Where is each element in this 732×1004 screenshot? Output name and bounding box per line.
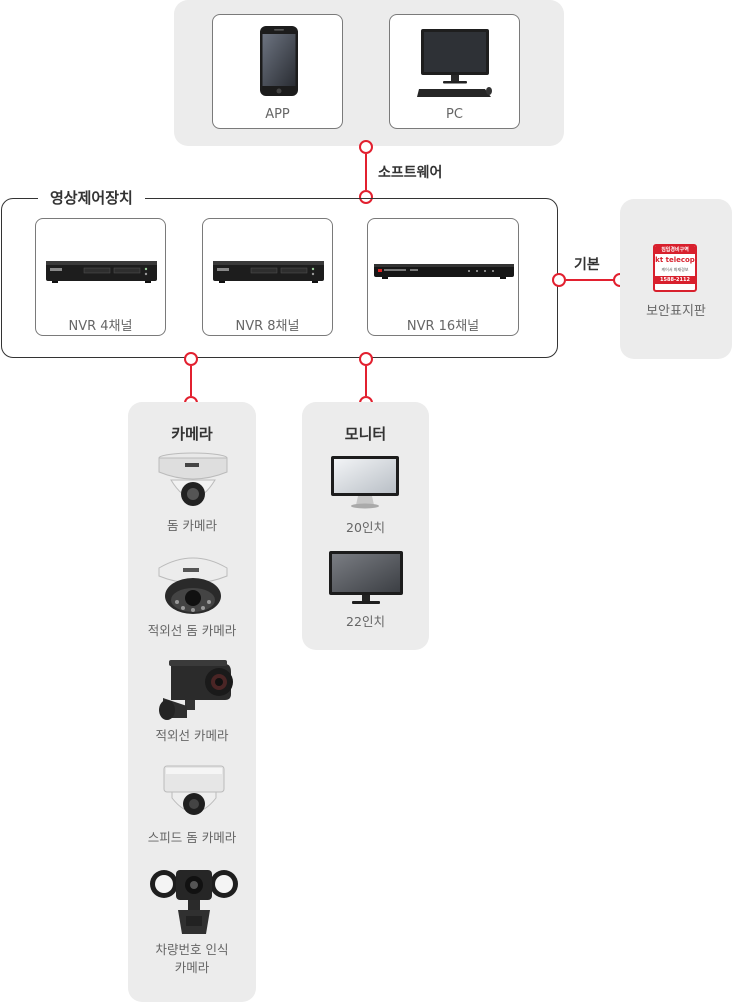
ir-bullet-camera-icon [159,660,233,720]
pc-device-card: PC [389,14,520,129]
ir-bullet-camera-label: 적외선 카메라 [155,728,229,743]
lpr-camera-label-line2: 카메라 [174,960,210,975]
software-connector-label: 소프트웨어 [378,165,443,181]
monitor-panel [302,402,429,650]
nvr-8ch-label: NVR 8채널 [235,319,300,334]
nvr-8ch-card: NVR 8채널 [202,218,333,336]
security-sign-icon: 침입경비구역 kt telecop 케어서 화재경보 1588-2112 [653,244,697,292]
monitor-connector-line [365,366,367,396]
nvr-icon [213,261,324,283]
speed-dome-camera-label: 스피드 돔 카메라 [147,830,237,845]
software-bottom-node [359,190,373,204]
app-device-card: APP [212,14,343,129]
software-top-node [359,140,373,154]
control-title: 영상제어장치 [38,187,145,208]
sign-header: 침입경비구역 [655,246,695,254]
ir-dome-camera-label: 적외선 돔 카메라 [147,623,237,638]
monitor-top-node [359,352,373,366]
signboard-connector-line [566,279,614,281]
camera-top-node [184,352,198,366]
signboard-label: 보안표지판 [646,304,706,319]
sign-phone: 1588-2112 [655,276,695,284]
nvr-4ch-card: NVR 4채널 [35,218,166,336]
nvr-16ch-label: NVR 16채널 [406,319,480,334]
monitor-20-icon [331,456,399,509]
app-label: APP [265,107,290,122]
nvr-icon [374,264,514,279]
lpr-camera-label-line1: 차량번호 인식 [155,942,229,957]
camera-title: 카메라 [171,425,213,443]
desktop-pc-icon [417,29,492,97]
speed-dome-camera-icon [163,765,225,815]
nvr-icon [46,261,157,283]
monitor-title: 모니터 [344,425,387,443]
dome-camera-label: 돔 카메라 [167,518,217,533]
nvr-4ch-label: NVR 4채널 [68,319,133,334]
signboard-left-node [552,273,566,287]
dome-camera-icon [158,452,228,506]
monitor-22-label: 22인치 [346,614,385,629]
monitor-20-label: 20인치 [346,520,385,535]
sign-brand: kt telecop [655,256,695,264]
pc-label: PC [446,107,463,122]
smartphone-icon [260,26,298,96]
camera-connector-line [190,366,192,396]
lpr-camera-icon [150,870,238,934]
monitor-22-icon [329,551,403,604]
signboard-connector-label: 기본 [574,257,600,273]
software-connector-line [365,154,367,190]
nvr-16ch-card: NVR 16채널 [367,218,519,336]
sign-sub: 케어서 화재경보 [661,267,689,272]
ir-dome-camera-icon [158,557,228,614]
